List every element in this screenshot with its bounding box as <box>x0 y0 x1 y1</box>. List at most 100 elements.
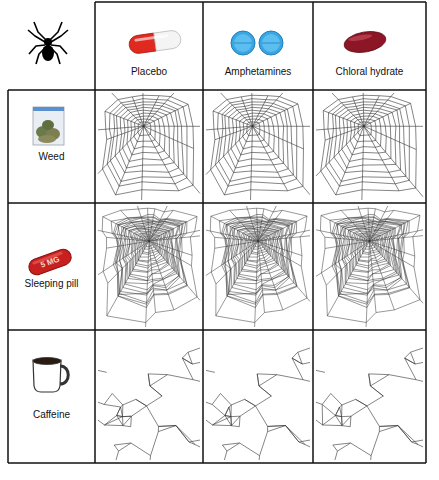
web-thread <box>243 119 265 142</box>
web-thread <box>193 126 200 127</box>
web-thread <box>370 241 415 267</box>
web-thread <box>417 230 423 231</box>
web-thread <box>303 380 310 382</box>
web-thread <box>142 95 144 126</box>
web-thread <box>243 231 274 266</box>
web-thread <box>418 445 423 447</box>
web-thread <box>354 231 385 266</box>
row-header: Sleeping pill <box>8 203 95 330</box>
column-header: Amphetamines <box>203 2 313 90</box>
web-thread <box>366 241 369 322</box>
web-thread <box>260 432 268 456</box>
web-thread <box>240 443 260 456</box>
web-thread <box>322 404 335 415</box>
web-thread <box>112 93 118 100</box>
web-thread <box>335 416 342 426</box>
spider-web <box>206 206 310 327</box>
web-thread <box>351 406 367 416</box>
web-thread <box>176 426 189 442</box>
web-thread <box>320 208 420 322</box>
web-thread <box>342 223 397 284</box>
web-thread <box>230 405 231 417</box>
web-thread <box>371 432 379 456</box>
web-thread <box>352 230 387 269</box>
header-label: Chloral hydrate <box>336 66 404 78</box>
web-thread <box>347 227 391 277</box>
web-thread <box>346 113 386 155</box>
spider-web <box>206 93 310 200</box>
web-thread <box>416 380 423 382</box>
web-thread <box>257 374 259 386</box>
web-thread <box>213 424 232 426</box>
web-thread <box>103 126 144 169</box>
web-thread <box>335 407 339 416</box>
web-thread <box>247 122 260 136</box>
web-thread <box>114 445 118 451</box>
web-thread <box>117 407 121 416</box>
web-thread <box>131 443 151 456</box>
spider-web <box>316 93 423 200</box>
web-thread <box>257 374 259 386</box>
web-thread <box>367 396 383 406</box>
web-thread <box>107 99 187 186</box>
web-thread <box>118 220 180 295</box>
web-thread <box>132 230 166 269</box>
web-thread <box>370 375 389 386</box>
web-thread <box>134 231 164 266</box>
web-thread <box>144 126 193 127</box>
web-thread <box>98 129 106 131</box>
web-thread <box>111 214 187 307</box>
web-thread <box>361 190 362 200</box>
web-thread <box>234 225 282 281</box>
web-thread <box>231 416 240 417</box>
web-thread <box>148 374 150 386</box>
web-thread <box>405 352 411 358</box>
web-thread <box>158 426 159 431</box>
web-thread <box>335 416 341 417</box>
web-thread <box>148 374 150 386</box>
web-thread <box>405 358 416 364</box>
web-thread <box>250 235 267 254</box>
web-thread <box>292 352 298 358</box>
web-thread <box>253 126 288 191</box>
spider-web <box>98 348 200 460</box>
web-thread <box>151 432 159 456</box>
web-thread <box>350 229 388 272</box>
coffee-mug <box>33 358 68 393</box>
web-thread <box>337 220 402 295</box>
web-thread <box>351 443 372 456</box>
spider-icon <box>28 22 68 64</box>
web-thread <box>231 110 279 161</box>
web-thread <box>267 426 268 431</box>
web-thread <box>98 370 107 372</box>
web-thread <box>123 110 170 161</box>
web-thread <box>334 105 401 173</box>
web-thread <box>369 373 389 375</box>
web-thread <box>369 374 371 386</box>
web-thread <box>117 416 123 417</box>
web-thread <box>305 230 310 231</box>
web-thread <box>330 214 410 307</box>
web-thread <box>222 443 239 445</box>
web-thread <box>389 375 416 380</box>
web-thread <box>344 224 396 281</box>
web-thread <box>273 206 276 212</box>
web-thread <box>259 456 260 460</box>
web-thread <box>259 386 271 396</box>
web-thread <box>342 399 356 405</box>
web-thread <box>148 373 167 375</box>
web-thread <box>146 239 153 247</box>
web-thread <box>182 358 193 380</box>
web-thread <box>182 352 188 358</box>
web-thread <box>366 239 373 247</box>
web-thread <box>370 386 383 396</box>
web-thread <box>251 95 253 126</box>
web-thread <box>248 234 268 257</box>
web-thread <box>251 93 252 95</box>
web-thread <box>357 206 359 209</box>
web-thread <box>164 206 167 212</box>
web-thread <box>412 440 423 442</box>
web-thread <box>298 348 310 352</box>
web-thread <box>245 399 256 406</box>
web-thread <box>405 358 416 380</box>
